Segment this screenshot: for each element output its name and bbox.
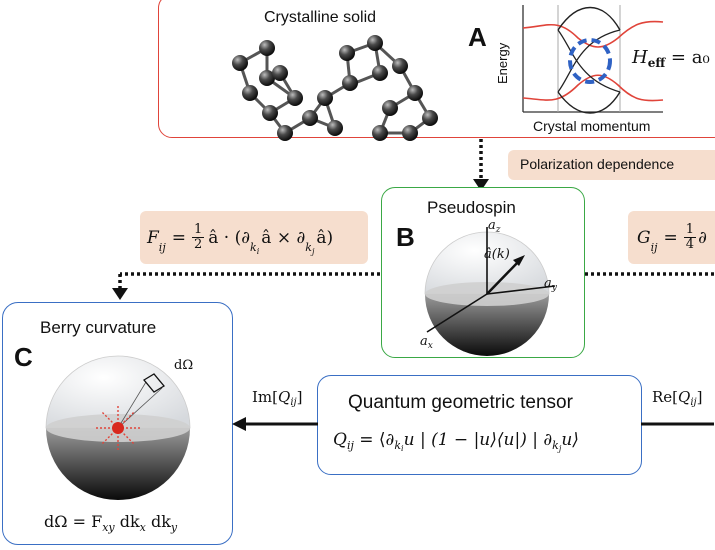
im-sub: ij [290, 397, 297, 408]
pseudospin-title: Pseudospin [427, 198, 516, 217]
f-fraction: 1 2 [191, 222, 205, 252]
heff-rhs: = a₀ [670, 47, 710, 68]
re-arrow [641, 422, 714, 426]
berry-formula: dΩ = Fxy dkx dky [44, 512, 177, 534]
axis-z-symbol: a [488, 218, 496, 233]
axis-x-label: ax [420, 334, 433, 351]
im-prefix: Im[ [252, 388, 279, 406]
f-body: â · (∂ [208, 227, 251, 248]
crystal-lattice-illustration [232, 35, 438, 141]
qgt-formula: Qij = ⟨∂kiu | (1 − |u⟩⟨u|) | ∂kju⟩ [333, 430, 579, 453]
f-k2: k [305, 241, 312, 254]
qgt-q: Q [333, 430, 347, 450]
dotted-connector-left [112, 272, 380, 300]
axis-y-subscript: y [551, 283, 557, 293]
energy-axis-label: Energy [495, 42, 510, 84]
pseudospin-sphere [424, 227, 556, 356]
g-frac-num: 1 [683, 222, 697, 238]
qgt-mid: u | (1 − |u⟩⟨u|) | ∂ [403, 430, 553, 450]
dotted-connector-right [585, 272, 715, 276]
axis-x-symbol: a [420, 334, 428, 349]
g-lhs: G [637, 227, 651, 248]
g-formula-note [628, 211, 715, 264]
f-lhs: F [147, 227, 159, 248]
g-eq: = [663, 227, 678, 248]
panel-letter-b: B [396, 222, 415, 252]
g-frac-den: 4 [685, 237, 695, 252]
re-suffix: ] [696, 388, 703, 406]
f-frac-num: 1 [191, 222, 205, 238]
f-frac-den: 2 [193, 237, 203, 252]
f-formula-note [140, 211, 368, 264]
qgt-k2: k [552, 439, 559, 452]
axis-y-label: ay [544, 276, 557, 293]
im-suffix: ] [296, 388, 303, 406]
f-eq: = [171, 227, 186, 248]
qgt-k1-sub: i [401, 444, 404, 453]
solid-angle-label: dΩ [174, 358, 194, 373]
polarization-note [508, 150, 715, 180]
re-label: Re[Qij] [652, 388, 703, 408]
dotted-arrow-down [473, 139, 489, 191]
qgt-title: Quantum geometric tensor [348, 392, 573, 413]
re-prefix: Re[ [652, 388, 679, 406]
berry-sphere [45, 355, 191, 500]
panel-letter-c: C [14, 342, 33, 372]
berry-formula-dk1: dk [119, 512, 140, 531]
heff-label: Heff = a₀ [632, 47, 710, 70]
axis-z-label: az [488, 218, 501, 235]
f-k1-sub: i [256, 247, 260, 256]
vector-label: â(k) [484, 247, 510, 262]
qgt-k1: k [394, 439, 402, 452]
panel-letter-a: A [468, 22, 487, 52]
qgt-tail: u⟩ [561, 430, 579, 450]
f-k1: k [250, 241, 257, 254]
berry-formula-sub: xy [102, 521, 115, 534]
im-arrow [232, 417, 318, 431]
band-structure-plot [522, 5, 664, 114]
axis-z-subscript: z [495, 225, 501, 235]
qgt-box [317, 375, 642, 475]
axis-x-subscript: x [427, 341, 433, 351]
re-sub: ij [690, 397, 697, 408]
berry-formula-lhs: dΩ = F [44, 512, 103, 531]
g-fraction: 1 4 [683, 222, 697, 252]
qgt-formula-rest: = ⟨∂ [359, 430, 395, 450]
qgt-k2-sub: j [558, 444, 562, 453]
polarization-note-text: Polarization dependence [520, 156, 675, 172]
f-mid: â × ∂ [261, 227, 306, 248]
im-label: Im[Qij] [252, 388, 303, 408]
berry-formula-sub3: y [170, 521, 178, 534]
axis-y-symbol: a [544, 276, 552, 291]
qgt-q-sub: ij [346, 439, 354, 452]
f-lhs-subscript: ij [158, 241, 166, 254]
crystal-box-title: Crystalline solid [264, 9, 377, 26]
f-k2-sub: j [311, 247, 315, 256]
re-q: Q [678, 388, 691, 406]
g-lhs-subscript: ij [650, 241, 658, 254]
berry-formula-dk2: dk [150, 512, 171, 531]
berry-curvature-title: Berry curvature [40, 318, 157, 337]
heff-symbol: H [632, 47, 648, 68]
g-tail: ∂ [698, 227, 707, 248]
crystal-momentum-label: Crystal momentum [533, 118, 651, 134]
im-q: Q [278, 388, 291, 406]
berry-formula-sub2: x [139, 521, 146, 534]
heff-subscript: eff [647, 56, 666, 70]
f-tail: â) [316, 227, 334, 248]
